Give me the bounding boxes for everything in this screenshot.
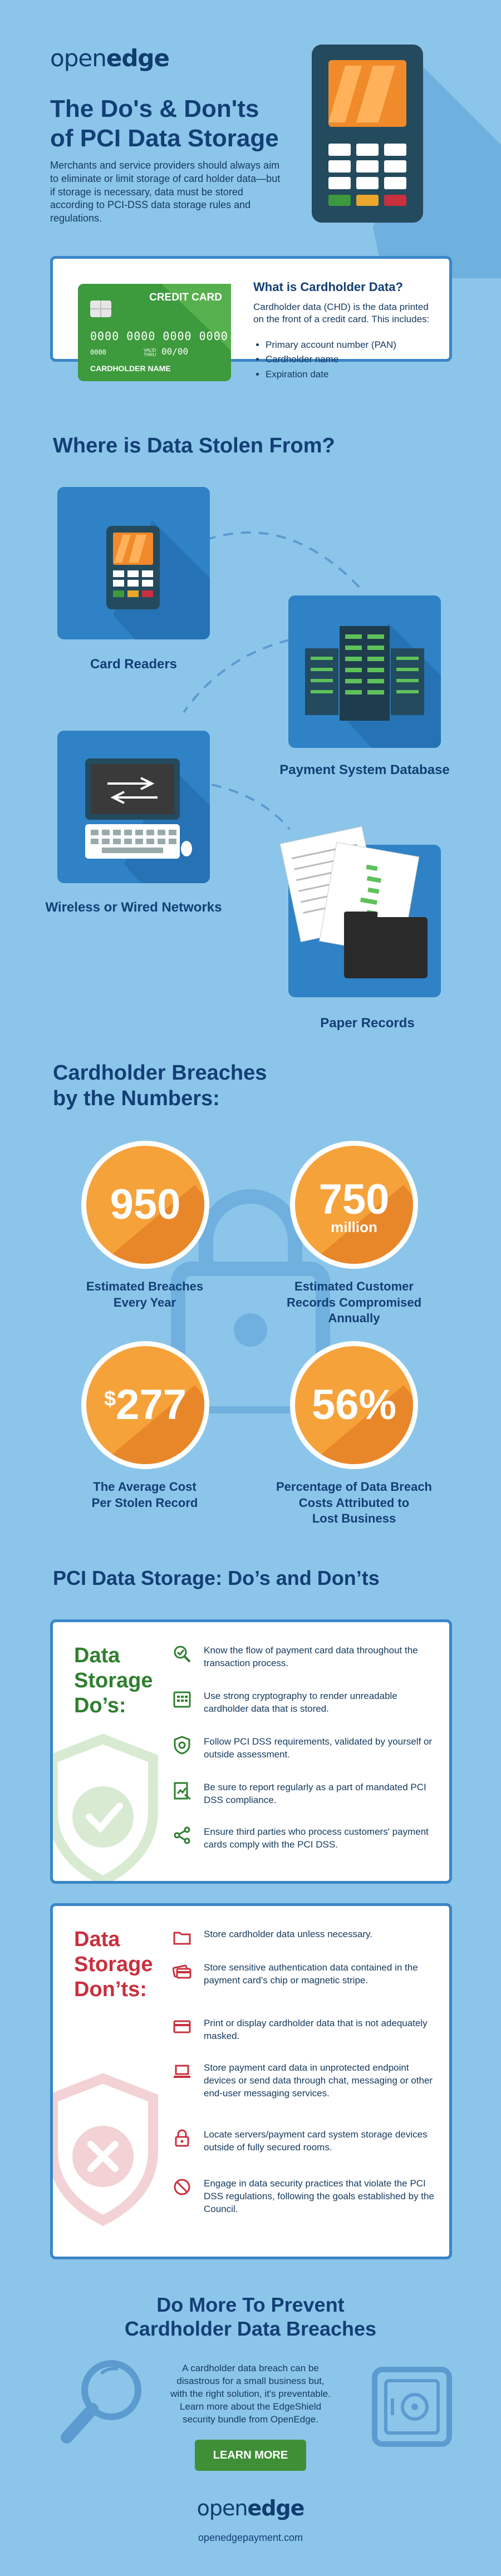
search-check-icon [174,1646,191,1663]
do-item: Use strong cryptography to render unread… [173,1690,434,1716]
stat-value: 750 [318,1175,390,1223]
stat-circle: 750 million [290,1141,418,1269]
dont-item: Engage in data security practices that v… [173,2178,434,2216]
card-type-label: CREDIT CARD [149,292,222,303]
credit-card-icon [173,2020,191,2033]
stat-value: 56% [311,1381,397,1429]
dont-item: Store payment card data in unprotected e… [173,2062,434,2100]
laptop-icon [174,2065,190,2078]
shield-x-icon [53,2073,158,2227]
stat-value: 277 [116,1381,186,1429]
card-readers-tile [57,487,210,639]
do-item: Be sure to report regularly as a part of… [173,1781,434,1807]
hero-intro: Merchants and service providers should a… [50,160,281,224]
cta-body: A cardholder data breach can be disastro… [170,2363,331,2425]
stat-value: 950 [110,1181,181,1228]
breaches-heading: Cardholder Breaches by the Numbers: [53,1061,267,1111]
report-icon [174,1782,191,1800]
shield-check-icon [53,1733,158,1881]
card-holder-name: CARDHOLDER NAME [90,364,171,373]
stolen-connector-lines [183,531,363,830]
card-small-number: 0000 [90,348,106,356]
paper-records-tile [279,826,441,997]
card-expiry: 00/00 [161,346,189,357]
chd-heading: What is Cardholder Data? [253,280,403,294]
payment-database-tile [288,595,441,748]
stat-circle: $277 [81,1341,209,1469]
dont-item: Store cardholder data unless necessary. [173,1928,434,1947]
safe-icon [372,2367,452,2447]
do-item: Know the flow of payment card data throu… [173,1644,434,1670]
page-title: The Do's & Don'ts of PCI Data Storage [50,95,279,152]
cta-heading: Do More To Prevent Cardholder Data Breac… [124,2293,377,2341]
dont-item: Store sensitive authentication data cont… [173,1962,434,1987]
stat-caption: Percentage of Data Breach Costs Attribut… [276,1480,432,1526]
chd-list: Primary account number (PAN) Cardholder … [253,338,396,382]
donts-title: Data Storage Don’ts: [74,1928,153,2001]
chd-list-item: Cardholder name [266,352,396,367]
do-item: Ensure third parties who process custome… [173,1826,434,1851]
do-item: Follow PCI DSS requirements, validated b… [173,1736,434,1761]
chd-list-item: Primary account number (PAN) [266,338,396,352]
prohibited-icon [174,2179,190,2195]
folder-icon [173,1932,191,1945]
dos-title: Data Storage Do’s: [74,1644,153,1717]
chd-body: Cardholder data (CHD) is the data printe… [253,302,430,325]
stolen-heading: Where is Data Stolen From? [53,434,335,457]
cardholder-data-panel: CREDIT CARD 0000 0000 0000 0000 0000 VAL… [50,256,452,381]
logo-bottom: openedge [197,2496,305,2520]
cards-icon [173,1964,191,1979]
chd-list-item: Expiration date [266,367,396,382]
lock-icon [175,2129,189,2147]
networks-tile [57,731,210,883]
dos-panel: Data Storage Do’s: Know the flow of paym… [50,1619,452,1884]
magnifier-icon [61,2360,141,2444]
logo-top: openedge [50,45,170,72]
encryption-icon [173,1691,191,1708]
donts-panel: Data Storage Don’ts: Store cardholder da… [50,1903,452,2259]
shield-icon [174,1736,190,1755]
stat-unit: million [331,1218,377,1235]
source-label: Paper Records [320,1016,415,1031]
dos-donts-heading: PCI Data Storage: Do’s and Don’ts [53,1567,380,1589]
card-valid-label: VALID THRU [144,348,156,357]
card-number: 0000 0000 0000 0000 [90,329,228,343]
share-icon [174,1826,190,1844]
payment-terminal-illustration [312,45,501,278]
footer-url[interactable]: openedgepayment.com [198,2532,303,2543]
lock-background-icon [171,1189,330,1413]
learn-more-button[interactable]: LEARN MORE [195,2440,306,2471]
stat-caption: The Average Cost Per Stolen Record [91,1480,198,1510]
source-label: Wireless or Wired Networks [45,900,222,915]
stat-caption: Estimated Customer Records Compromised A… [286,1279,422,1326]
source-label: Payment System Database [279,762,450,777]
credit-card-illustration: CREDIT CARD 0000 0000 0000 0000 0000 VAL… [78,284,231,381]
stat-circle: 56% [290,1341,418,1469]
stat-circle: 950 [81,1141,209,1269]
stat-currency: $ [104,1387,116,1411]
dont-item: Print or display cardholder data that is… [173,2017,434,2043]
stat-caption: Estimated Breaches Every Year [86,1279,204,1309]
dont-item: Locate servers/payment card system stora… [173,2129,434,2154]
source-label: Card Readers [90,657,178,672]
